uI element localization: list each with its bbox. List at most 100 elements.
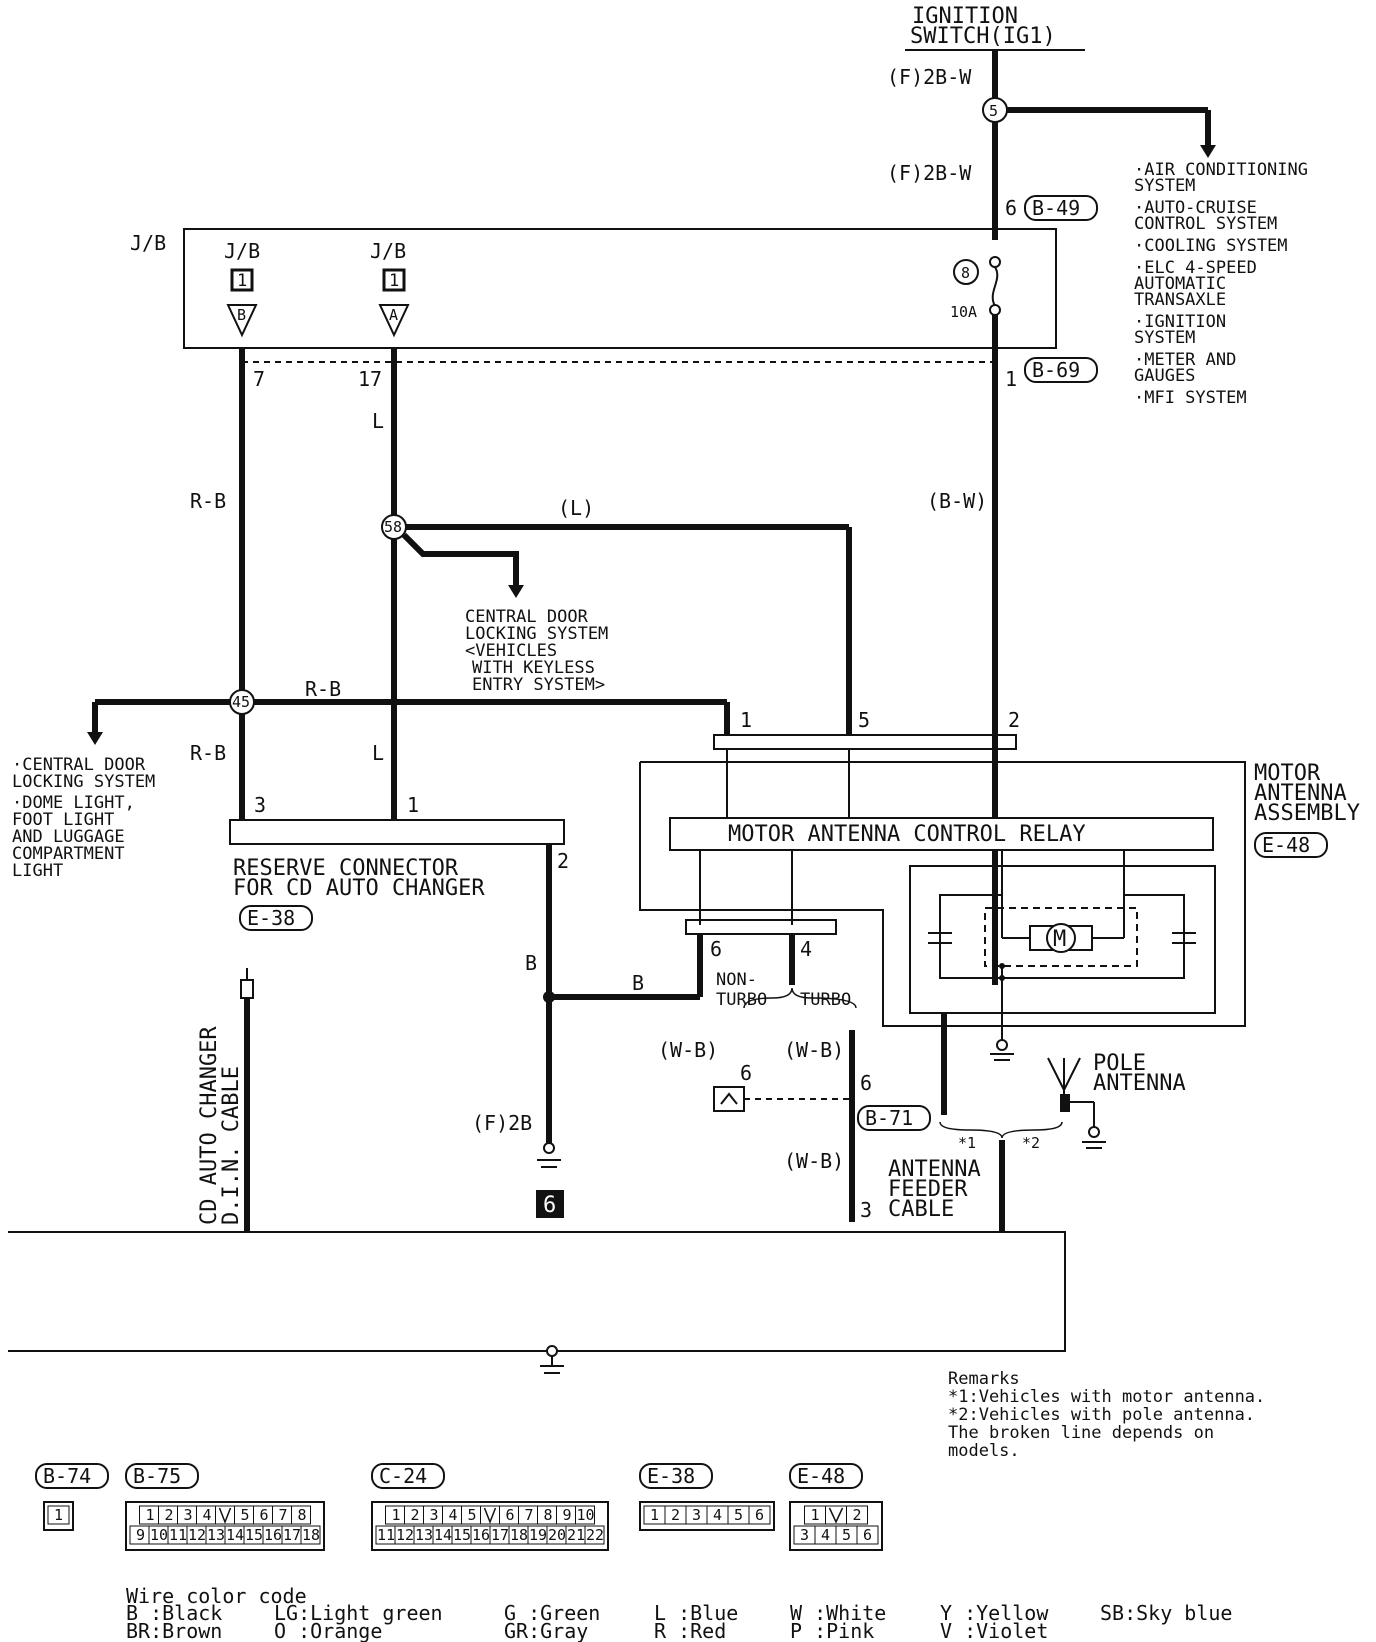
color-code-title: Wire color code [126,1584,307,1608]
fuse-8-label: 8 [961,264,970,282]
ground-6 [536,1190,564,1218]
assembly-label-3: ASSEMBLY [1254,801,1360,826]
pin-6-b49: 6 [1005,196,1017,220]
splice-58-label: 58 [384,518,402,536]
connector-pin: 14 [226,1526,244,1544]
ac-system-line: ·ELC 4-SPEED [1134,258,1257,278]
pin-6-out: 6 [710,937,722,961]
wire-label-f2bw-mid: (F)2B-W [887,161,972,185]
connector-view-id: B-74 [43,1464,91,1488]
left-system-line: LOCKING SYSTEM [12,772,155,792]
connector-pin: 1 [54,1506,63,1524]
central-door-line: WITH KEYLESS [472,658,595,678]
connector-pin: 11 [169,1526,187,1544]
connector-e48: E-48 [1262,833,1310,857]
connector-view-id: E-48 [797,1464,845,1488]
remarks-line: Remarks [948,1369,1020,1389]
wire-label-b-horiz: B [632,971,644,995]
jb-inner-left: J/B [224,239,260,263]
connector-pin: 16 [264,1526,282,1544]
cd-cable-label-2: D.I.N. CABLE [219,1066,244,1225]
color-code-entry: O :Orange [274,1619,382,1642]
assembly-label-2: ANTENNA [1254,781,1347,806]
connector-pin: 18 [302,1526,320,1544]
star-2: *2 [1022,1134,1040,1152]
connector-pin: 1 [650,1506,659,1524]
connector-pin: 22 [586,1526,604,1544]
connector-b49: B-49 [1032,196,1080,220]
color-code-entry: R :Red [654,1619,726,1642]
connector-view-body [789,1501,883,1551]
ac-system-line: ·METER AND [1134,350,1236,370]
motor-m: M [1053,927,1066,952]
connector-pin: 4 [449,1506,458,1524]
pin-7: 7 [253,367,265,391]
pin-1-b69: 1 [1005,367,1017,391]
audio-unit-box [8,1231,1066,1352]
ac-system-line: ·MFI SYSTEM [1134,388,1247,408]
connector-pin: 2 [411,1506,420,1524]
connector-pin: 19 [529,1526,547,1544]
connector-pin: 7 [525,1506,534,1524]
star-1: *1 [958,1134,976,1152]
pin-5-relay: 5 [858,708,870,732]
color-code-entry: Y :Yellow [940,1601,1049,1625]
connector-pin: 5 [468,1506,477,1524]
remarks: Remarks*1:Vehicles with motor antenna.*2… [948,1369,1265,1461]
wire-label-l-paren: (L) [558,496,594,520]
pin-1-relay: 1 [740,708,752,732]
connector-view-body [43,1501,74,1531]
connector-pin: 1 [811,1506,820,1524]
connector-pin: 2 [671,1506,680,1524]
pole-label-1: POLE [1093,1051,1146,1076]
connector-pin: 18 [510,1526,528,1544]
feeder-label-1: ANTENNA [888,1157,981,1182]
wire-label-rb-left: R-B [190,489,226,513]
connector-pin: 5 [734,1506,743,1524]
connector-pin: 4 [203,1506,212,1524]
connector-pin: 15 [245,1526,263,1544]
wire-label-rb-low: R-B [190,741,226,765]
color-code-entry: L :Blue [654,1601,738,1625]
connector-pin: 11 [377,1526,395,1544]
wire-label-wb-right: (W-B) [784,1038,844,1062]
color-code-entry: LG:Light green [274,1601,443,1625]
reserve-label-1: RESERVE CONNECTOR [233,856,459,881]
ac-systems-list: ·AIR CONDITIONING SYSTEM·AUTO-CRUISE CON… [1134,160,1308,408]
ignition-label-1: IGNITION [912,4,1018,29]
connector-pin: 10 [577,1506,595,1524]
color-code-entry: GR:Gray [504,1619,588,1642]
connector-pin: 21 [567,1526,585,1544]
connector-e38: E-38 [247,906,295,930]
ac-system-line: SYSTEM [1134,176,1195,196]
central-door-line: CENTRAL DOOR [465,607,589,627]
color-code-entry: BR:Brown [126,1619,222,1642]
ac-system-line: AUTOMATIC [1134,274,1226,294]
connector-view-id: C-24 [379,1464,427,1488]
motor-symbol [1046,923,1076,953]
connector-view-id: E-38 [647,1464,695,1488]
connector-pin: 14 [434,1526,452,1544]
jb-tri-left: B [237,306,246,324]
connector-pin: 13 [207,1526,225,1544]
fuse-10a: 10A [950,303,977,321]
connector-pin: 16 [472,1526,490,1544]
motor-antenna-assembly-outline [639,761,1246,1027]
left-system-line: COMPARTMENT [12,844,125,864]
ac-system-line: ·IGNITION [1134,312,1226,332]
pin-17: 17 [358,367,382,391]
wire-label-wb-low: (W-B) [784,1149,844,1173]
reserve-label-2: FOR CD AUTO CHANGER [233,876,485,901]
connector-pin: 12 [188,1526,206,1544]
left-systems-list: ·CENTRAL DOOR LOCKING SYSTEM·DOME LIGHT,… [12,755,155,881]
pin-6-nt: 6 [740,1061,752,1085]
connector-pin: 5 [241,1506,250,1524]
non-turbo-1: NON- [716,970,757,990]
color-code-entry: V :Violet [940,1619,1048,1642]
relay-label: MOTOR ANTENNA CONTROL RELAY [728,822,1086,847]
connector-view-body [125,1501,325,1551]
remarks-line: The broken line depends on [948,1423,1214,1443]
remarks-line: models. [948,1441,1020,1461]
wire-label-b-vert: B [525,951,537,975]
feeder-label-3: CABLE [888,1197,954,1222]
